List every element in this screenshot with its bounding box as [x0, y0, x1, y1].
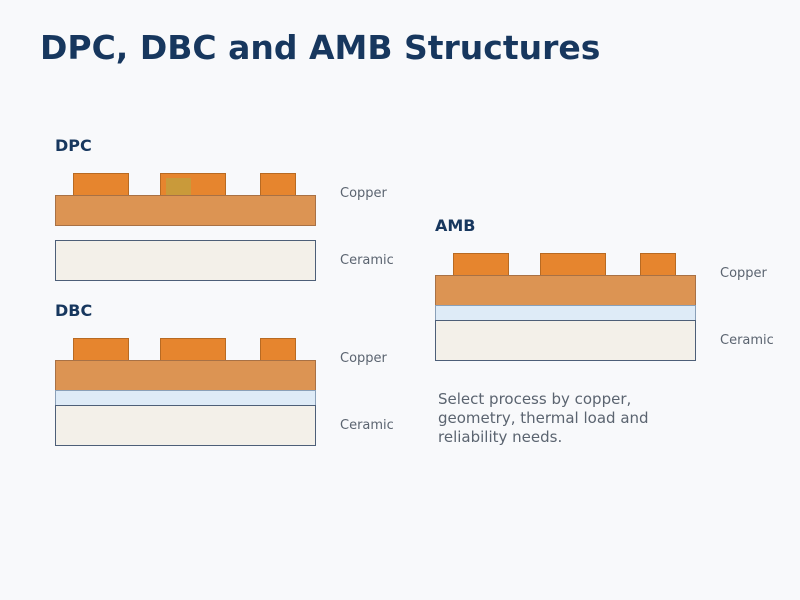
amb-ceramic-label: Ceramic: [720, 333, 774, 348]
dbc-title: DBC: [55, 301, 93, 320]
amb-copper-layer: [435, 275, 696, 306]
amb-copper-pad: [640, 253, 676, 276]
dpc-copper-pad: [260, 173, 296, 196]
dbc-ceramic-label: Ceramic: [340, 418, 394, 433]
dpc-ceramic-label: Ceramic: [340, 253, 394, 268]
dpc-copper-layer: [55, 195, 316, 226]
dbc-copper-pad: [160, 338, 226, 361]
amb-bond-layer: [435, 305, 696, 321]
amb-copper-pad: [453, 253, 509, 276]
dpc-ceramic-layer: [55, 240, 316, 281]
dpc-title: DPC: [55, 136, 92, 155]
amb-ceramic-layer: [435, 320, 696, 361]
dbc-copper-pad: [260, 338, 296, 361]
dbc-copper-pad: [73, 338, 129, 361]
dpc-copper-label: Copper: [340, 186, 387, 201]
dbc-copper-layer: [55, 360, 316, 391]
dbc-ceramic-layer: [55, 405, 316, 446]
dpc-copper-pad: [73, 173, 129, 196]
amb-title: AMB: [435, 216, 476, 235]
amb-copper-pad: [540, 253, 606, 276]
page-title: DPC, DBC and AMB Structures: [40, 28, 601, 67]
dbc-copper-label: Copper: [340, 351, 387, 366]
dbc-bond-layer: [55, 390, 316, 406]
dpc-via-fill: [166, 178, 191, 196]
process-note: Select process by copper, geometry, ther…: [438, 390, 649, 446]
amb-copper-label: Copper: [720, 266, 767, 281]
